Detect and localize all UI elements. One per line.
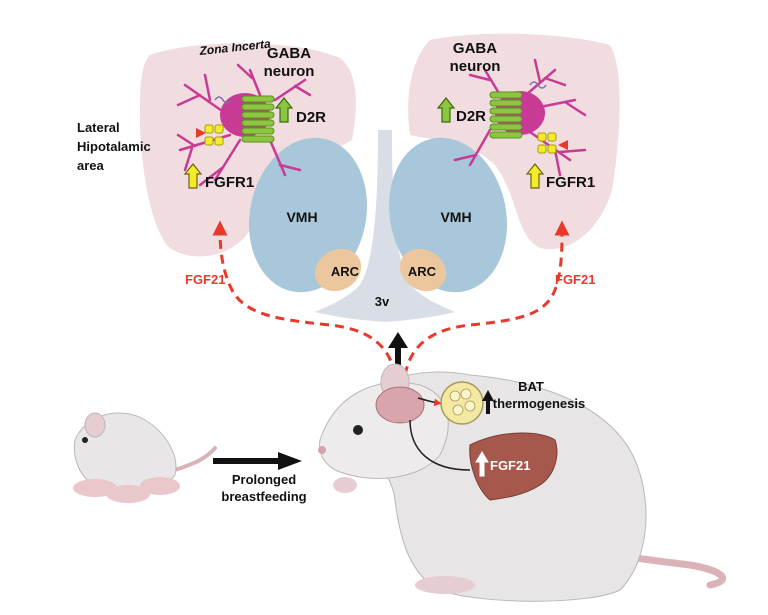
rat-brain: [375, 386, 425, 424]
prolonged-label-line2: breastfeeding: [221, 489, 306, 504]
left-fgfr1-up-arrow: [183, 163, 203, 189]
d2r-label-left: D2R: [296, 109, 326, 126]
rat-eye: [353, 425, 363, 435]
bat-tissue: [440, 381, 484, 425]
lateral-hypothalamic-line3: area: [77, 158, 105, 173]
gaba-neuron-left-line2: neuron: [264, 63, 315, 80]
vmh-label-right: VMH: [440, 209, 471, 225]
right-d2r-receptor: [489, 91, 523, 139]
arc-right: [399, 248, 447, 292]
right-fgfr1-up-arrow: [525, 163, 545, 189]
rat-nose: [318, 446, 326, 454]
brain-to-bat-arrow: [417, 397, 442, 407]
liver-fgf21-up-arrow: [475, 451, 489, 477]
fgf21-label-left: FGF21: [185, 272, 225, 287]
mother-rat-with-pups: [73, 412, 217, 503]
third-ventricle: [315, 130, 455, 322]
gaba-neuron-right-line1: GABA: [453, 40, 497, 57]
bat-label-line2: thermogenesis: [493, 396, 585, 411]
rat-hind-foot: [415, 576, 475, 594]
arc-left: [314, 248, 362, 292]
lateral-hypothalamic-line2: Hipotalamic: [77, 139, 151, 154]
rat-front-paw: [333, 477, 357, 493]
brain-output-arrow: [388, 332, 408, 373]
lateral-hypothalamic-line1: Lateral: [77, 120, 120, 135]
d2r-label-right: D2R: [456, 108, 486, 125]
liver-fgf21-label: FGF21: [490, 458, 530, 473]
left-d2r-receptor: [241, 95, 275, 143]
fgfr1-label-right: FGFR1: [546, 174, 595, 191]
vmh-label-left: VMH: [286, 209, 317, 225]
left-d2r-up-arrow: [274, 97, 294, 123]
third-ventricle-label: 3v: [375, 294, 390, 309]
prolonged-label-line1: Prolonged: [232, 472, 296, 487]
right-fgf21-ligand: [558, 140, 568, 150]
fgfr1-label-left: FGFR1: [205, 174, 254, 191]
left-fgf21-pathway: [212, 220, 397, 376]
left-fgfr1-receptor: [204, 124, 224, 146]
breastfeeding-arrow: [213, 452, 302, 470]
liver-to-brain-arrow: [409, 419, 471, 471]
right-fgf21-pathway: [403, 220, 570, 376]
gaba-neuron-right-line2: neuron: [450, 58, 501, 75]
left-fgf21-ligand: [196, 128, 206, 138]
fgf21-label-right: FGF21: [555, 272, 595, 287]
gaba-neuron-left-line1: GABA: [267, 45, 311, 62]
left-dendrite-squiggle: [214, 96, 232, 104]
arc-label-left: ARC: [331, 264, 360, 279]
bat-label-line1: BAT: [518, 379, 544, 394]
right-d2r-up-arrow: [436, 97, 456, 123]
bat-up-arrow: [482, 390, 494, 414]
arc-label-right: ARC: [408, 264, 437, 279]
left-gaba-neuron: [176, 63, 312, 187]
right-hypothalamic-region: [408, 33, 620, 250]
right-fgfr1-receptor: [537, 132, 557, 154]
right-dendrite-squiggle: [529, 81, 547, 89]
liver: [469, 432, 558, 501]
